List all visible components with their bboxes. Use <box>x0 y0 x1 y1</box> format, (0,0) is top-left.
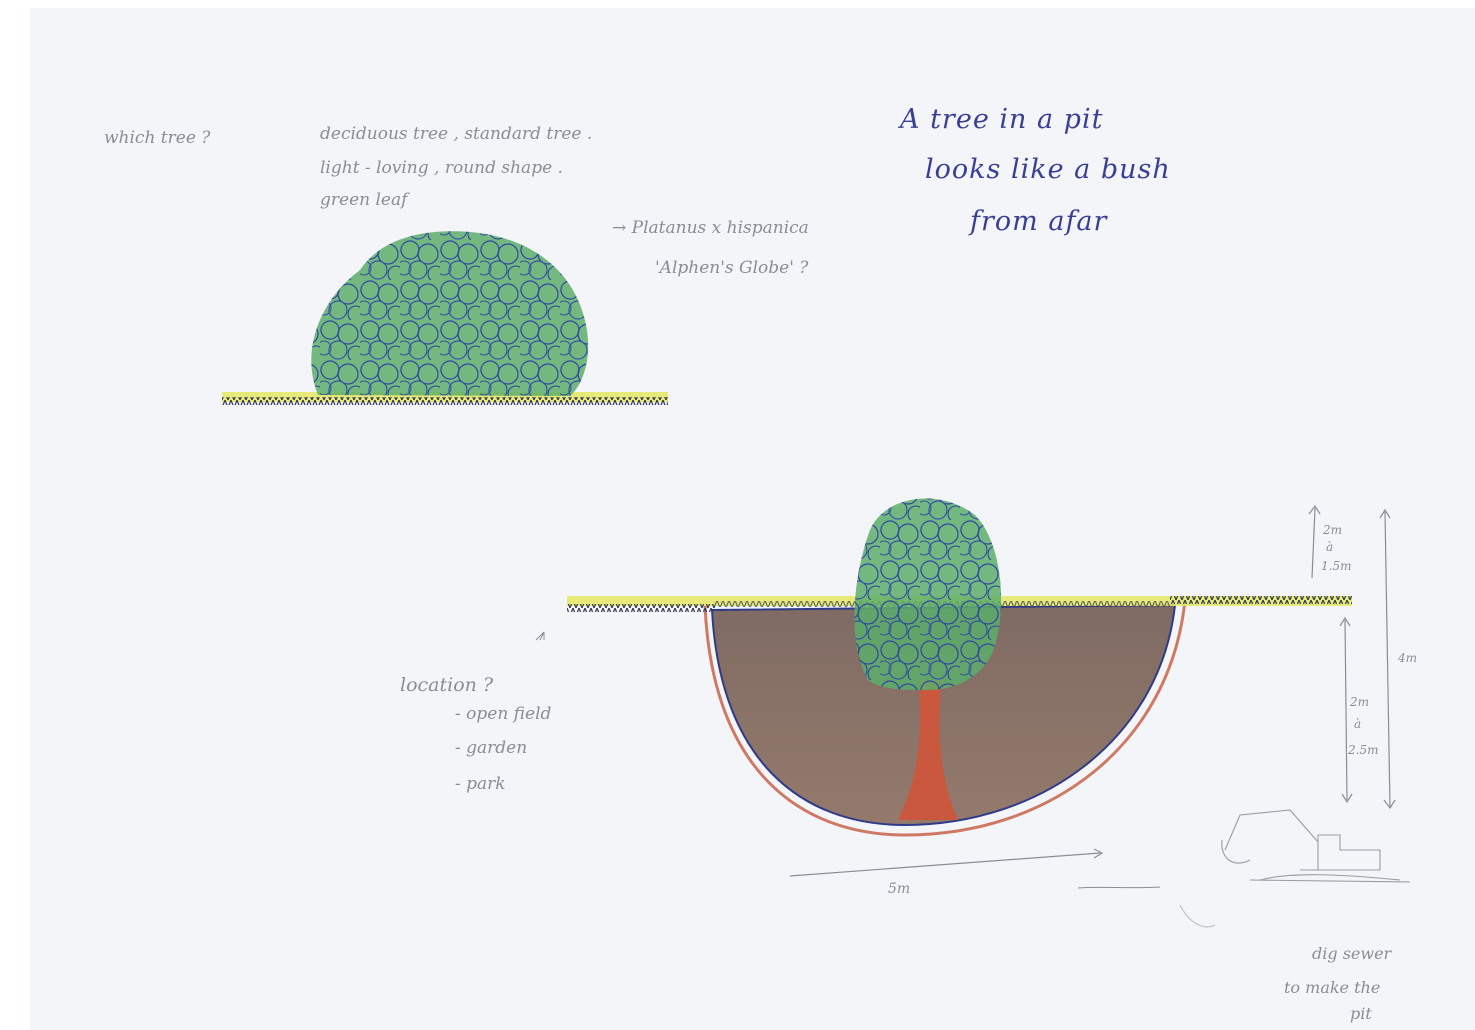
pit-depth-sep: à <box>1354 718 1361 730</box>
crown-height-sep: à <box>1326 541 1333 553</box>
location-item-garden: - garden <box>455 740 527 757</box>
title-line2: looks like a bush <box>925 156 1171 183</box>
which-tree-label: which tree ? <box>104 130 210 147</box>
crown-height-value: 2m <box>1323 524 1342 536</box>
location-item-park: - park <box>455 776 506 793</box>
excavator-note-line2: to make the <box>1284 980 1380 996</box>
location-heading: location ? <box>400 676 493 695</box>
excavator-sketch <box>1180 810 1410 927</box>
pit-depth-alt: 2.5m <box>1348 744 1378 756</box>
species-note-line1: → Platanus x hispanica <box>612 220 809 237</box>
crown-height-alt: 1.5m <box>1321 560 1351 572</box>
title-line3: from afar <box>970 208 1107 235</box>
tree-type-note-line1: deciduous tree , standard tree . <box>320 126 592 143</box>
title-line1: A tree in a pit <box>900 106 1103 133</box>
bush-crown <box>311 231 588 396</box>
excavator-note-line3: pit <box>1350 1006 1372 1022</box>
pit-tree-crown <box>854 499 1001 691</box>
location-item-open-field: - open field <box>455 706 551 723</box>
total-depth-value: 4m <box>1398 652 1417 664</box>
tree-type-note-line2: light - loving , round shape . <box>320 160 563 177</box>
excavator-note-line1: dig sewer <box>1312 946 1391 962</box>
pit-depth-value: 2m <box>1350 696 1369 708</box>
tree-type-note-line3: green leaf <box>320 192 407 209</box>
species-note-line2: 'Alphen's Globe' ? <box>655 260 808 277</box>
pit-width-value: 5m <box>888 882 910 896</box>
